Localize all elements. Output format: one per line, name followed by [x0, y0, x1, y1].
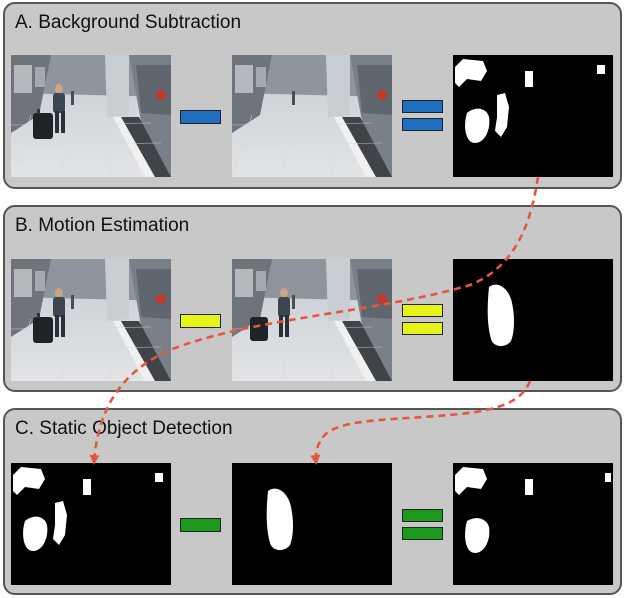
- equals-operator-bottom: [402, 322, 443, 335]
- station-frame-background: [232, 55, 392, 177]
- station-frame-previous: [11, 259, 171, 381]
- equals-operator-top: [402, 100, 443, 113]
- minus-operator: [180, 518, 221, 532]
- panel-title: B. Motion Estimation: [15, 215, 190, 236]
- panel-title: C. Static Object Detection: [15, 418, 233, 439]
- equals-operator-bottom: [402, 118, 443, 131]
- equals-operator-bottom: [402, 527, 443, 540]
- minus-operator: [180, 110, 221, 124]
- foreground-mask-frame: [453, 55, 613, 177]
- equals-operator-top: [402, 509, 443, 522]
- panel-title: A. Background Subtraction: [15, 12, 242, 33]
- equals-operator-top: [402, 304, 443, 317]
- foreground-mask-frame: [11, 463, 171, 585]
- static-object-mask-frame: [453, 463, 613, 585]
- motion-mask-frame: [453, 259, 613, 381]
- station-frame-current: [232, 259, 392, 381]
- station-frame-with-object: [11, 55, 171, 177]
- minus-operator: [180, 314, 221, 328]
- motion-mask-frame: [232, 463, 392, 585]
